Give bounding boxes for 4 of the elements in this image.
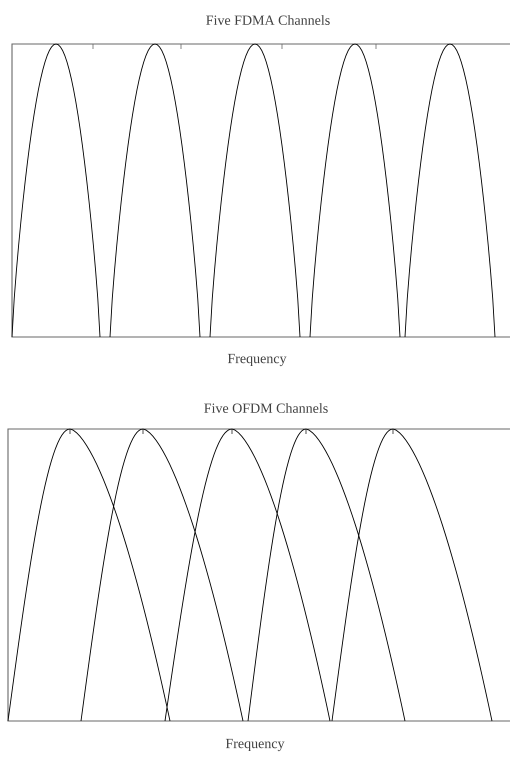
axis-label: Frequency bbox=[228, 354, 286, 366]
axis-label: Frequency bbox=[226, 738, 284, 752]
chart-title: Five OFDM Channels bbox=[204, 403, 328, 413]
chart-title: Five FDMA Channels bbox=[206, 15, 330, 25]
